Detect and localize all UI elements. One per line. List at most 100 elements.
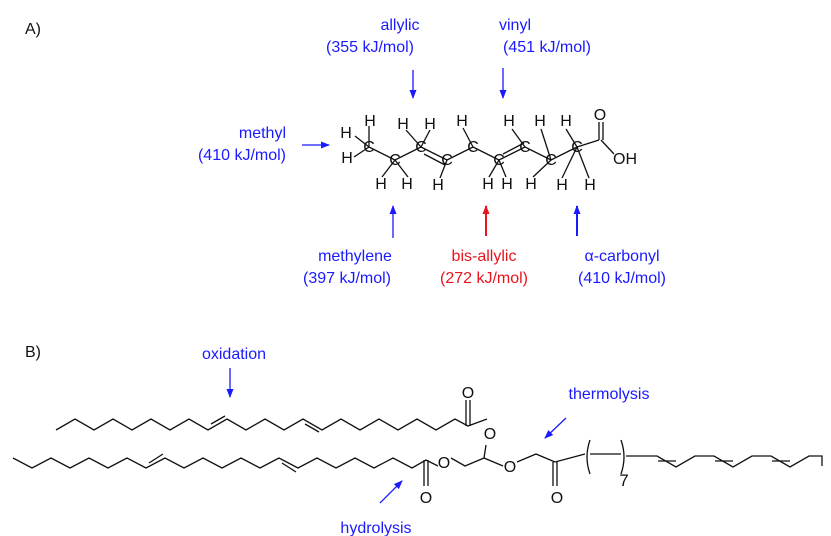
- atom-o: O: [420, 490, 432, 507]
- atom-h: H: [340, 125, 352, 142]
- atom-c: C: [467, 139, 479, 156]
- atom-h: H: [556, 177, 568, 194]
- atom-h: H: [584, 177, 596, 194]
- atom-h: H: [525, 176, 537, 193]
- double-bond-2: [502, 142, 525, 155]
- vinyl-label: vinyl: [499, 17, 531, 34]
- ch-bond: [540, 128, 552, 161]
- oxidation-label: oxidation: [202, 346, 266, 363]
- repeat-bracket-left: [586, 439, 591, 475]
- methyl-energy: (410 kJ/mol): [198, 147, 286, 164]
- middle-fatty-chain: [12, 453, 439, 486]
- methylene-energy: (397 kJ/mol): [303, 270, 391, 287]
- atom-c: C: [415, 139, 427, 156]
- atom-o: O: [438, 455, 450, 472]
- atom-h: H: [456, 113, 468, 130]
- ch-bond: [439, 159, 448, 179]
- double-bond-1: [423, 153, 446, 166]
- bis-allylic-label: bis-allylic: [452, 248, 517, 265]
- top-double-bond-2: [304, 423, 320, 433]
- vinyl-energy: (451 kJ/mol): [503, 39, 591, 56]
- top-double-bond-1: [210, 415, 226, 425]
- atom-h: H: [401, 176, 413, 193]
- atom-h: H: [501, 176, 513, 193]
- allylic-energy: (355 kJ/mol): [326, 39, 414, 56]
- annotation-methylene: methylene (397 kJ/mol): [303, 205, 397, 287]
- ch-bond: [576, 146, 590, 179]
- atom-c: C: [571, 139, 583, 156]
- repeat-bracket-right: [620, 439, 625, 475]
- ch-bond: [462, 127, 474, 148]
- glycerol-left: [450, 444, 487, 467]
- atom-h: H: [341, 150, 353, 167]
- panel-a-label: A): [25, 21, 41, 38]
- ch-bond: [420, 129, 431, 148]
- bis-allylic-energy: (272 kJ/mol): [440, 270, 528, 287]
- annotation-bis-allylic: bis-allylic (272 kJ/mol): [440, 205, 528, 287]
- atom-h: H: [482, 176, 494, 193]
- atom-c: C: [363, 139, 375, 156]
- thermolysis-label: thermolysis: [569, 386, 650, 403]
- atom-labels: C C C C C C C C C H H H H H H H H H H H …: [340, 107, 637, 194]
- right-chain-backbone: [626, 455, 823, 468]
- carbon-backbone: [368, 139, 600, 161]
- glycerol-backbone: [450, 444, 556, 467]
- ch-bond: [405, 129, 422, 148]
- methylene-label: methylene: [318, 248, 392, 265]
- annotation-thermolysis: thermolysis: [544, 386, 650, 439]
- ketone-to-repeat: [554, 453, 586, 463]
- annotation-allylic: allylic (355 kJ/mol): [326, 17, 420, 99]
- atom-h: H: [503, 113, 515, 130]
- middle-chain-backbone: [12, 457, 439, 469]
- ch-bond: [511, 128, 526, 148]
- atom-h: H: [424, 116, 436, 133]
- atom-oh: OH: [613, 151, 637, 168]
- middle-double-bond-2: [281, 462, 297, 473]
- arrow-thermolysis: [544, 417, 567, 439]
- middle-double-bond-1: [148, 453, 164, 464]
- atom-c: C: [441, 152, 453, 169]
- atom-o: O: [484, 426, 496, 443]
- atom-c: C: [519, 139, 531, 156]
- annotation-oxidation: oxidation: [202, 346, 266, 398]
- ch-bond: [561, 146, 578, 179]
- atom-h: H: [397, 116, 409, 133]
- atom-o: O: [594, 107, 606, 124]
- arrow-hydrolysis: [379, 480, 403, 504]
- ch-bond: [565, 128, 578, 148]
- alpha-carbonyl-label: α-carbonyl: [584, 248, 659, 265]
- glycerol-ether: [516, 453, 556, 463]
- ch-bond: [381, 159, 396, 178]
- repeat-subscript: 7: [619, 471, 628, 490]
- ch-bond: [532, 159, 552, 178]
- panel-b: B): [12, 344, 823, 536]
- annotation-methyl: methyl (410 kJ/mol): [198, 125, 330, 164]
- hydrolysis-label: hydrolysis: [340, 520, 411, 536]
- atom-h: H: [534, 113, 546, 130]
- atom-h: H: [432, 177, 444, 194]
- top-chain-backbone: [55, 418, 488, 431]
- right-fatty-chain: [552, 439, 823, 486]
- ch-bond: [488, 159, 500, 178]
- ch-bond: [394, 159, 409, 178]
- atom-c: C: [493, 152, 505, 169]
- atom-c: C: [545, 152, 557, 169]
- panel-b-label: B): [25, 344, 41, 361]
- atom-o: O: [551, 490, 563, 507]
- annotation-alpha-carbonyl: α-carbonyl (410 kJ/mol): [573, 205, 666, 287]
- hydroxyl-bond: [600, 139, 615, 155]
- atom-o: O: [504, 459, 516, 476]
- glycerol-right: [483, 457, 504, 467]
- annotation-vinyl: vinyl (451 kJ/mol): [499, 17, 591, 99]
- alpha-carbonyl-energy: (410 kJ/mol): [578, 270, 666, 287]
- atom-h: H: [375, 176, 387, 193]
- atom-o: O: [462, 385, 474, 402]
- fatty-acid-molecule: [353, 122, 615, 179]
- panel-a: A): [25, 17, 666, 287]
- methyl-label: methyl: [239, 125, 286, 142]
- panel-b-atoms: O O O O O O 7: [420, 385, 629, 507]
- atom-h: H: [560, 113, 572, 130]
- top-fatty-chain: [55, 400, 488, 433]
- ch-bond: [353, 146, 370, 158]
